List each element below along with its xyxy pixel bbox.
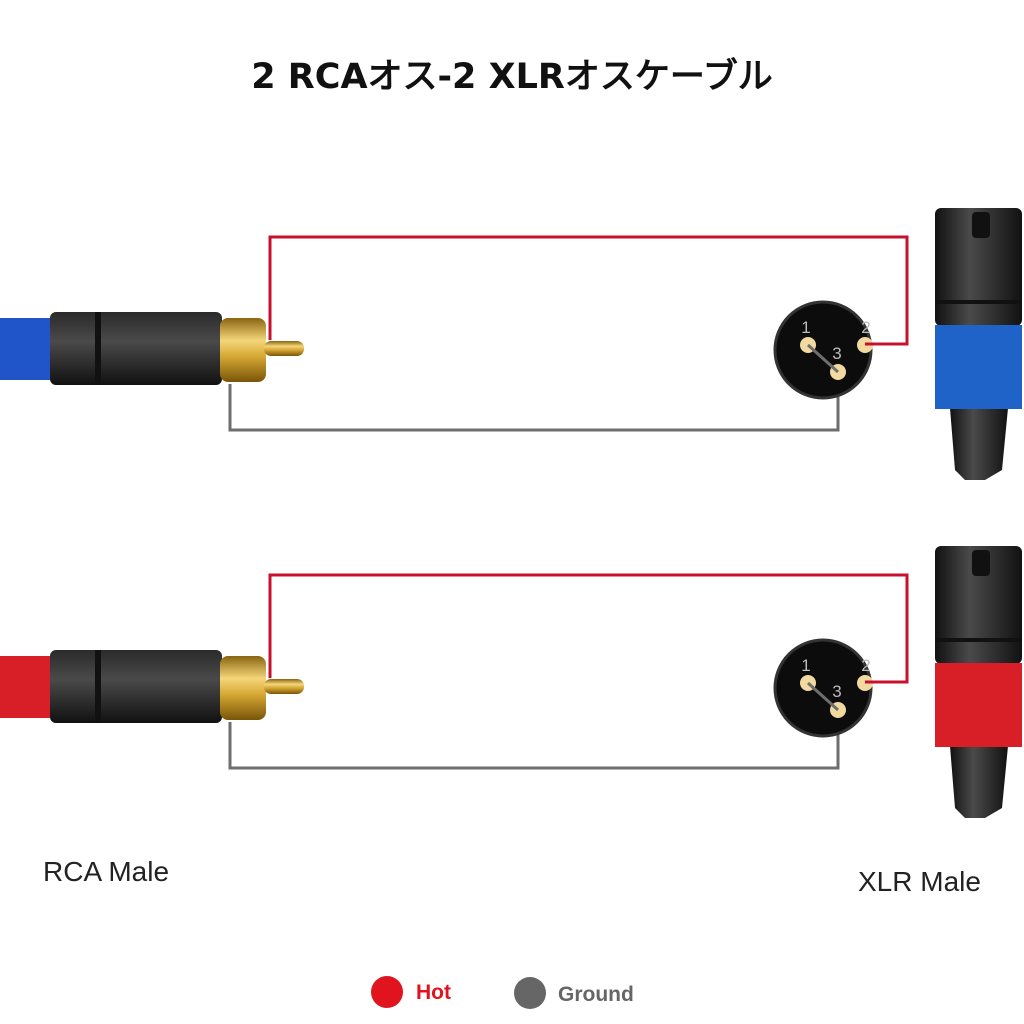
pin-3-label: 3	[832, 344, 841, 363]
blue-cable	[0, 318, 55, 380]
blue-channel-assembly	[0, 206, 1024, 482]
xlr-male-label: XLR Male	[858, 866, 981, 897]
pin-1-label: 1	[801, 318, 810, 337]
pin-1-label: 1	[801, 656, 810, 675]
red-cable	[0, 656, 55, 718]
hot-legend-label: Hot	[416, 981, 451, 1004]
pin-3-label: 3	[832, 682, 841, 701]
page-title: 2 RCAオス-2 XLRオスケーブル	[251, 57, 773, 97]
ground-legend-dot	[514, 977, 546, 1009]
xlr-blue-band	[935, 325, 1022, 409]
xlr-red-band	[935, 663, 1022, 747]
pin-2-label: 2	[861, 656, 870, 675]
red-channel-assembly	[0, 544, 1024, 820]
rca-male-label: RCA Male	[43, 856, 170, 887]
pin-2-label: 2	[861, 318, 870, 337]
ground-legend-label: Ground	[558, 983, 634, 1006]
hot-legend-dot	[371, 976, 403, 1008]
